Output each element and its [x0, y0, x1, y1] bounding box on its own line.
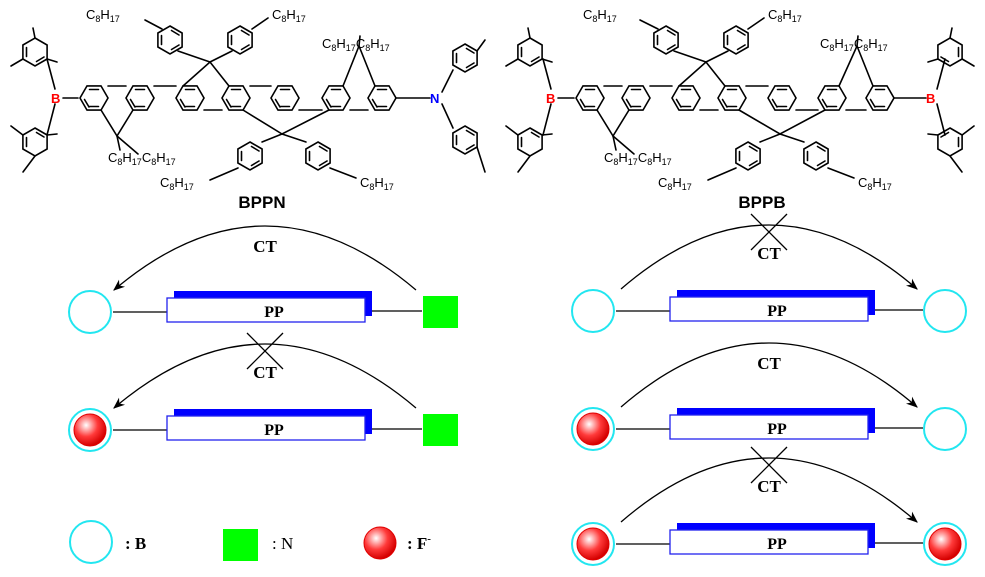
fluoride-sphere-icon	[363, 526, 397, 560]
blocked-cross-icon	[750, 213, 788, 251]
molecule-name-bppb: BPPB	[738, 193, 785, 212]
scheme-bppn-2: PP CT	[68, 332, 458, 452]
pp-bridge	[669, 414, 869, 440]
ct-arrow	[113, 343, 417, 409]
scheme-bppb-1: PP CT	[571, 213, 967, 333]
svg-text:C8H17C8H17: C8H17C8H17	[604, 150, 672, 167]
alkyl-label: C8H17	[858, 175, 892, 192]
pp-bridge	[166, 415, 366, 441]
pp-label: PP	[264, 304, 284, 321]
scheme-bppn-1: PP CT	[68, 225, 458, 334]
legend-label-boron: : B	[125, 534, 146, 553]
alkyl-label: C8H17	[360, 175, 394, 192]
scheme-bppb-3: PP CT	[571, 446, 967, 566]
molecule-bppn: B	[10, 7, 486, 212]
nitrogen-atom: N	[430, 91, 439, 106]
alkyl-label: C8H17	[272, 7, 306, 24]
left-fluoride-sphere-icon	[576, 412, 610, 446]
alkyl-label: C8H17	[86, 7, 120, 24]
svg-text:C8H17C8H17: C8H17C8H17	[322, 36, 390, 53]
mesityl-top	[10, 27, 58, 67]
boron-atom-left: B	[546, 91, 555, 106]
pp-label: PP	[767, 303, 787, 320]
blocked-cross-icon	[246, 332, 284, 370]
molecule-bppb: B B	[505, 7, 975, 212]
right-boron-circle-icon	[923, 407, 967, 451]
nitrogen-square-icon	[223, 529, 258, 561]
blocked-cross-icon	[750, 446, 788, 484]
pp-bridge	[166, 297, 366, 323]
boron-atom-right: B	[926, 91, 935, 106]
alkyl-label: C8H17C8H17	[604, 150, 672, 167]
legend-item-boron: : B	[69, 520, 146, 564]
alkyl-label: C8H17	[583, 7, 617, 24]
scheme-bppb-2: PP CT	[571, 342, 967, 451]
ct-label: CT	[757, 354, 781, 373]
ct-arrow	[620, 342, 918, 408]
legend-label-fluoride: : F-	[407, 533, 431, 553]
svg-text:C8H17C8H17: C8H17C8H17	[820, 36, 888, 53]
alkyl-label: C8H17	[160, 175, 194, 192]
svg-text:C8H17: C8H17	[272, 7, 306, 24]
ct-label: CT	[253, 237, 277, 256]
legend-item-fluoride: : F-	[363, 526, 431, 560]
svg-text:C8H17: C8H17	[658, 175, 692, 192]
ct-label: CT	[757, 244, 781, 263]
charge-transfer-schemes: PP CT PP CT PP CT PP CT PP CT	[68, 213, 967, 566]
alkyl-label: C8H17	[658, 175, 692, 192]
pp-label: PP	[264, 422, 284, 439]
svg-text:C8H17C8H17: C8H17C8H17	[108, 150, 176, 167]
right-nitrogen-square-icon	[423, 296, 458, 328]
pp-bridge	[669, 529, 869, 555]
pp-label: PP	[767, 536, 787, 553]
ct-arrow	[620, 224, 918, 290]
left-fluoride-sphere-icon	[73, 413, 107, 447]
left-fluoride-sphere-icon	[576, 527, 610, 561]
svg-text:C8H17: C8H17	[86, 7, 120, 24]
alkyl-label: C8H17	[768, 7, 802, 24]
molecule-name-bppn: BPPN	[238, 193, 285, 212]
mesityl-bottom	[10, 125, 58, 173]
right-fluoride-sphere-icon	[928, 527, 962, 561]
legend-label-nitrogen: : N	[272, 534, 293, 553]
svg-text:C8H17: C8H17	[160, 175, 194, 192]
boron-circle-icon	[69, 520, 113, 564]
ct-arrow	[113, 225, 417, 291]
boron-atom-left: B	[51, 91, 60, 106]
pp-label: PP	[767, 421, 787, 438]
pp-bridge	[669, 296, 869, 322]
right-boron-circle-icon	[923, 289, 967, 333]
alkyl-label: C8H17C8H17	[108, 150, 176, 167]
svg-text:C8H17: C8H17	[583, 7, 617, 24]
alkyl-label: C8H17C8H17	[322, 36, 390, 53]
right-nitrogen-square-icon	[423, 414, 458, 446]
svg-text:C8H17: C8H17	[858, 175, 892, 192]
ct-arrow	[620, 457, 918, 523]
svg-text:C8H17: C8H17	[768, 7, 802, 24]
ct-label: CT	[757, 477, 781, 496]
svg-text:C8H17: C8H17	[360, 175, 394, 192]
legend: : B : N : F-	[69, 520, 431, 564]
ct-label: CT	[253, 363, 277, 382]
left-boron-circle-icon	[571, 289, 615, 333]
alkyl-label: C8H17C8H17	[820, 36, 888, 53]
legend-item-nitrogen: : N	[223, 529, 293, 561]
left-boron-circle-icon	[68, 290, 112, 334]
